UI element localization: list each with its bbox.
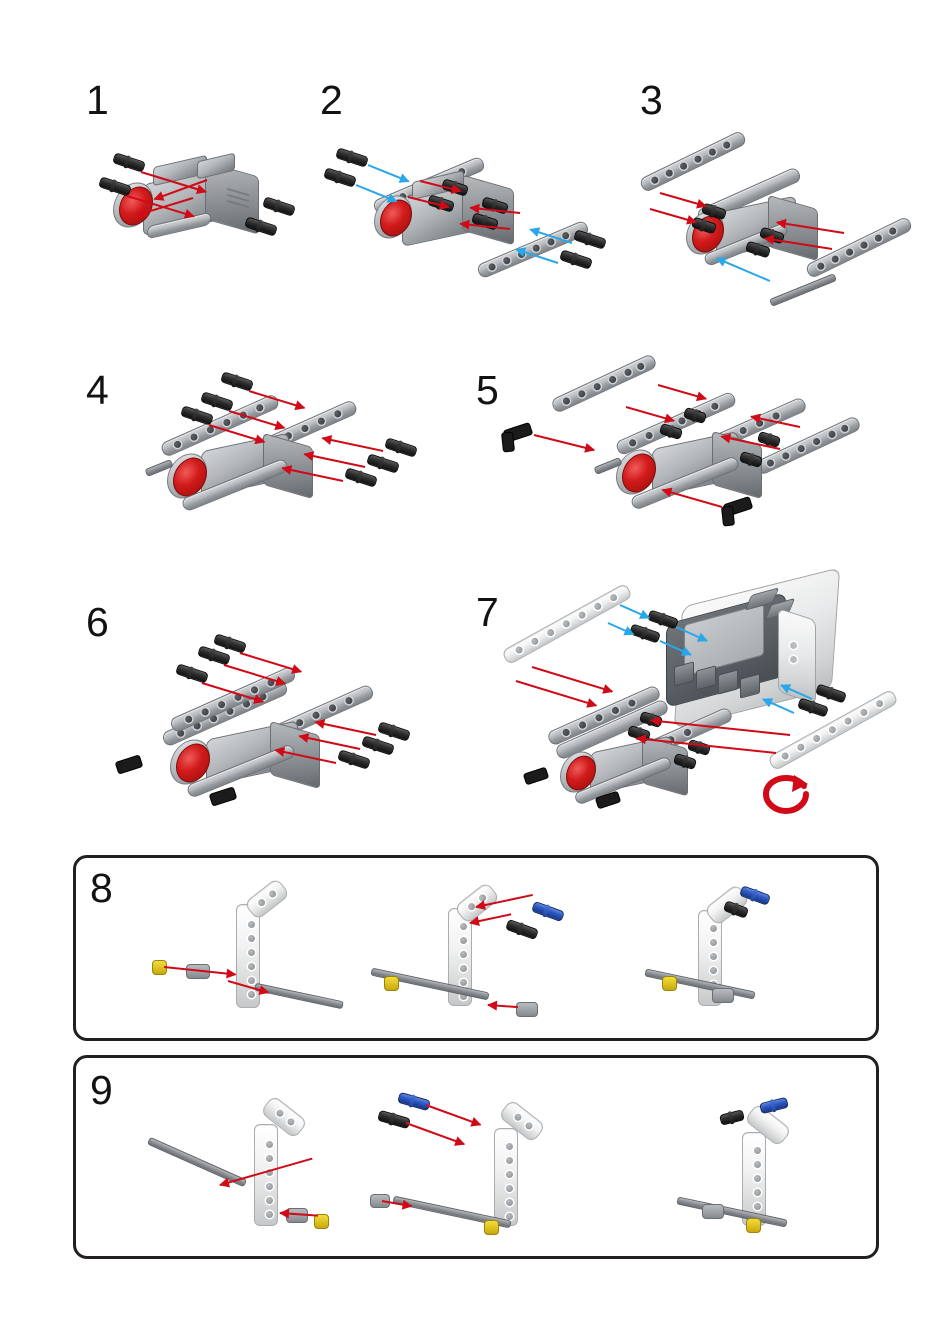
step-9-panel-b: [370, 1080, 626, 1240]
step-number-1: 1: [86, 77, 109, 123]
step-number-3: 3: [640, 77, 663, 123]
black-angled-connector: [114, 754, 144, 775]
assembly-arrow-red: [405, 1122, 465, 1146]
black-friction-pin: [719, 1109, 745, 1126]
step-8-panel-c: [636, 876, 856, 1026]
yellow-bushing: [746, 1218, 761, 1233]
technic-axle: [676, 1196, 788, 1228]
step-4-illustration: [115, 360, 425, 550]
technic-beam: [550, 353, 658, 414]
white-curved-beam: [236, 904, 260, 1008]
step-2-illustration: [323, 130, 607, 290]
black-friction-pin: [335, 147, 369, 168]
step-6: 6: [0, 580, 440, 830]
assembly-arrow-red: [662, 488, 723, 508]
black-friction-pin: [686, 738, 712, 757]
step-number-4: 4: [86, 367, 109, 413]
step-7: 7: [440, 567, 950, 840]
yellow-bushing: [662, 976, 677, 991]
black-friction-pin: [377, 721, 411, 742]
assembly-arrow-blue: [367, 164, 410, 183]
step-6-illustration: [110, 620, 430, 820]
technic-axle: [769, 273, 837, 307]
step-number-7: 7: [476, 589, 499, 635]
yellow-bushing: [314, 1214, 329, 1229]
step-7-illustration: [480, 567, 930, 830]
black-friction-pin: [98, 176, 132, 197]
assembly-arrow-red: [657, 384, 707, 400]
black-friction-pin: [180, 405, 214, 426]
black-friction-pin: [175, 663, 209, 684]
gray-bushing: [702, 1204, 724, 1219]
black-friction-pin: [220, 371, 254, 392]
black-friction-pin: [344, 467, 378, 488]
black-friction-pin: [337, 749, 371, 770]
white-curved-beam: [494, 1128, 518, 1226]
assembly-arrow-red: [487, 1004, 518, 1009]
black-friction-pin: [112, 152, 146, 173]
assembly-arrow-blue: [607, 622, 634, 636]
step-number-5: 5: [476, 367, 499, 413]
step-8-box: 8: [73, 855, 879, 1041]
step-5: 5: [440, 350, 950, 570]
step-5-illustration: [500, 353, 900, 554]
blue-pin: [397, 1091, 431, 1112]
brick-side-hole: [790, 642, 797, 649]
black-friction-pin: [559, 249, 593, 270]
motor-sub-assembly: [522, 684, 744, 826]
step-8-panel-a: [136, 876, 386, 1026]
black-friction-pin: [366, 453, 400, 474]
assembly-arrow-red: [649, 208, 697, 224]
step-9-box: 9: [73, 1055, 879, 1259]
black-friction-pin: [377, 1109, 411, 1130]
step-number-9: 9: [90, 1067, 113, 1113]
black-friction-pin: [323, 167, 357, 188]
black-friction-pin: [244, 216, 278, 237]
black-friction-pin: [200, 391, 234, 412]
technic-beam: [638, 129, 748, 194]
black-angled-connector-arm: [720, 505, 736, 527]
assembly-arrow-red: [304, 453, 366, 468]
step-1: 1: [0, 0, 310, 300]
black-friction-pin: [384, 437, 418, 458]
step-3: 3: [620, 0, 950, 310]
blue-pin: [759, 1096, 789, 1115]
ev3-programmable-brick: [666, 567, 846, 736]
black-angled-connector: [522, 766, 550, 786]
step-1-illustration: [95, 135, 315, 275]
step-3-illustration: [630, 120, 940, 307]
yellow-bushing: [384, 976, 399, 991]
assembly-arrow-red: [239, 652, 302, 673]
step-4: 4: [0, 350, 440, 570]
black-angled-connector-arm: [500, 431, 516, 453]
gray-bushing: [516, 1002, 538, 1017]
assembly-arrow-red: [315, 721, 377, 736]
black-friction-pin: [573, 229, 607, 250]
step-9-panel-a: [136, 1080, 386, 1240]
step-number-6: 6: [86, 599, 109, 645]
assembly-arrow-red: [533, 434, 595, 451]
step-8-panel-b: [366, 876, 616, 1026]
step-number-2: 2: [320, 77, 343, 123]
gray-bushing: [712, 988, 734, 1003]
rotate-model-icon: [758, 770, 818, 827]
assembly-arrow-red: [425, 1104, 481, 1126]
black-friction-pin: [505, 918, 539, 941]
assembly-arrow-red: [322, 437, 384, 452]
brick-side-hole: [790, 656, 797, 663]
assembly-arrow-red: [659, 192, 707, 208]
yellow-bushing: [484, 1220, 499, 1235]
assembly-arrow-red: [625, 406, 675, 422]
blue-pin: [531, 900, 565, 923]
step-9-panel-c: [646, 1080, 866, 1240]
step-2: 2: [300, 0, 620, 300]
black-friction-pin: [262, 196, 296, 217]
black-friction-pin: [361, 735, 395, 756]
assembly-arrow-blue: [716, 257, 771, 282]
step-number-8: 8: [90, 865, 113, 911]
assembly-arrow-blue: [619, 604, 650, 619]
